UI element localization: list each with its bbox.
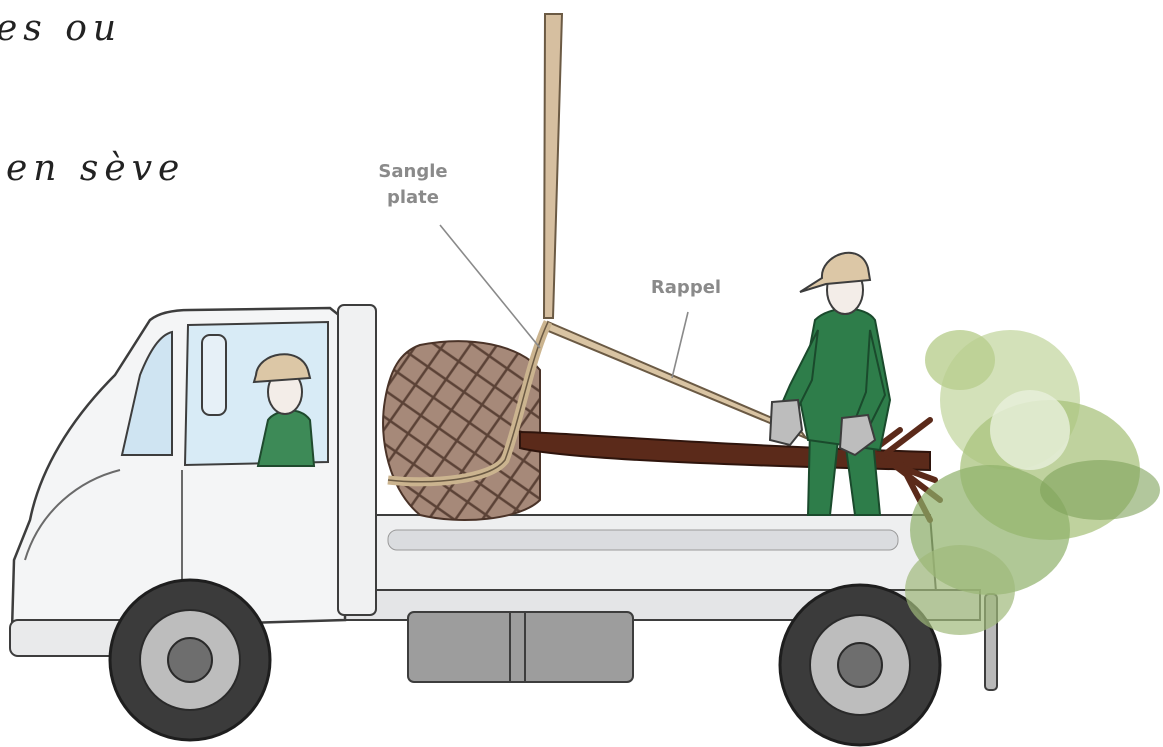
cab-post: [338, 305, 376, 615]
crane-strap: [544, 14, 562, 318]
leader-line-sangle: [440, 225, 540, 348]
label-sangle-line2: plate: [387, 187, 439, 208]
tree-foliage: [905, 330, 1160, 635]
rappel-rope: [546, 322, 806, 438]
label-sangle-line1: Sangle: [378, 161, 447, 182]
truck-bed-rail: [388, 530, 898, 550]
worker-glove-left: [770, 400, 802, 445]
front-wheel: [110, 580, 270, 740]
label-sangle-plate: Sangle plate: [378, 161, 540, 348]
label-rappel: Rappel: [651, 277, 721, 378]
worker: [770, 253, 890, 515]
leader-line-rappel: [672, 312, 688, 378]
fuel-tank: [408, 612, 633, 682]
handwritten-text-line2: en sève: [6, 148, 185, 189]
side-mirror: [202, 335, 226, 415]
handwritten-text-line1: es ou: [0, 8, 122, 49]
truck-bed: [370, 515, 936, 592]
label-rappel-text: Rappel: [651, 277, 721, 298]
